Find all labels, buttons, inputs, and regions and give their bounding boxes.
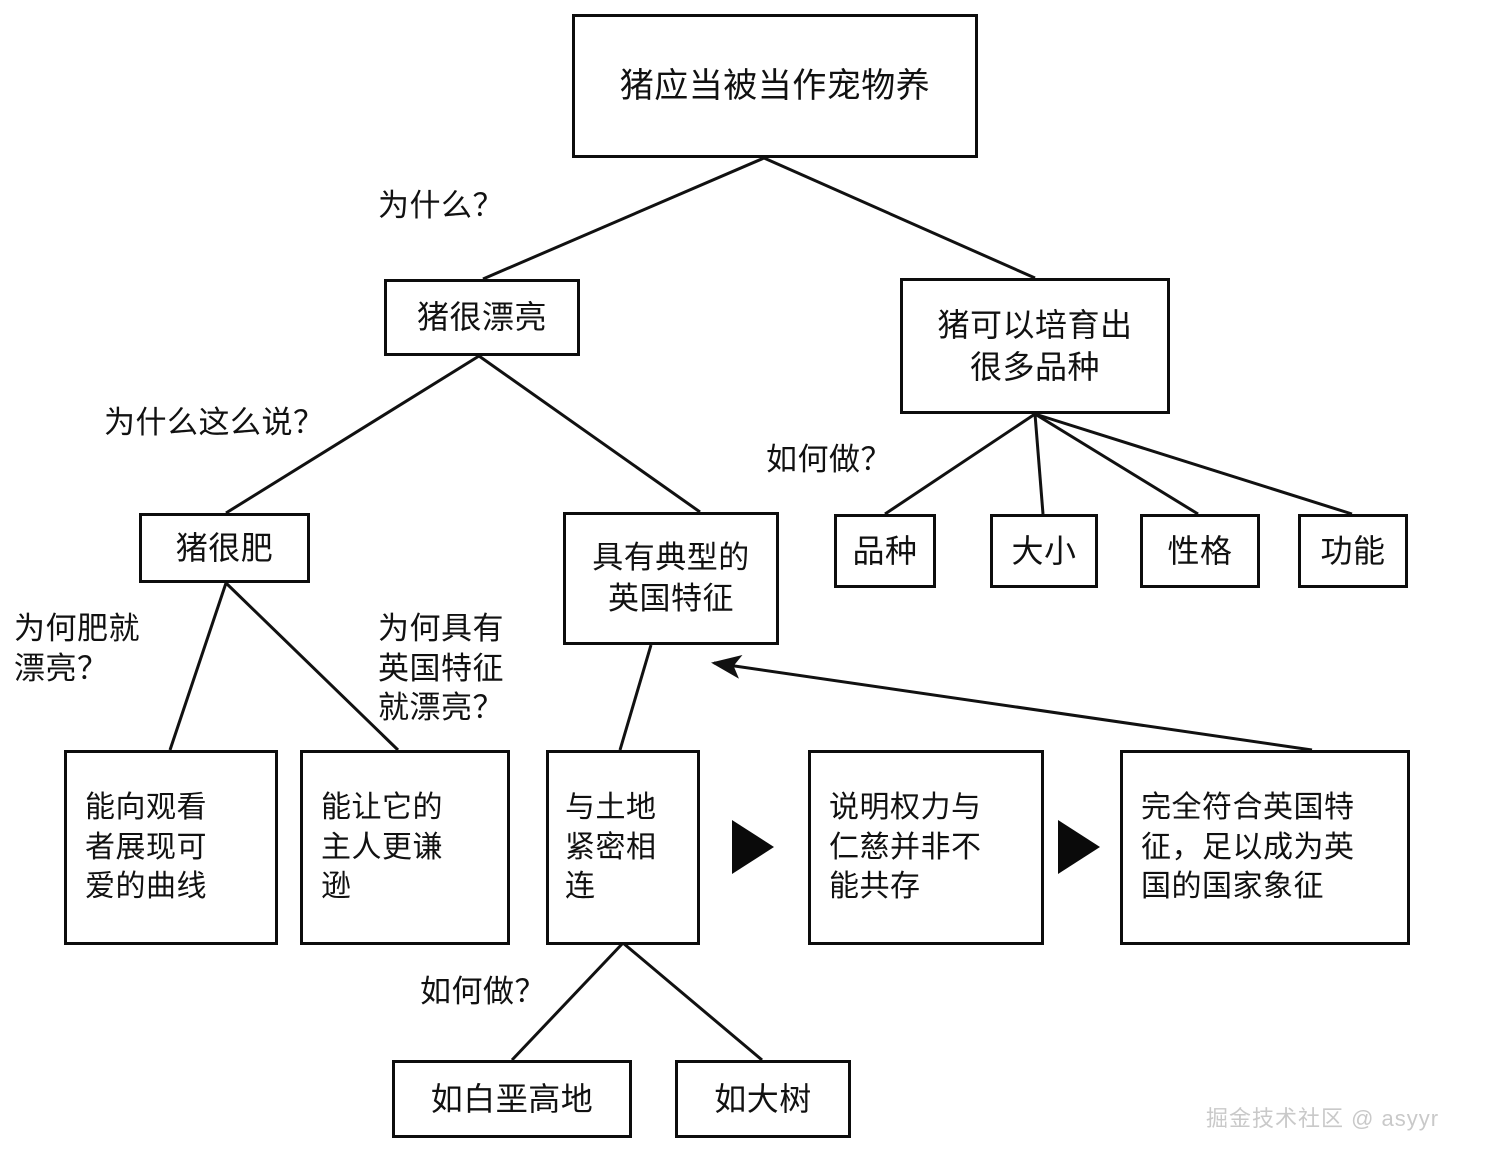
edge-breeds-to-function <box>1034 412 1353 516</box>
flow-triangle-2 <box>1058 820 1100 874</box>
node-chalk-uplands[interactable]: 如白垩高地 <box>392 1060 632 1138</box>
edge-label-how-to-do-breeds: 如何做？ <box>766 442 892 477</box>
edge-breeds-to-breed <box>884 412 1036 516</box>
node-owner-humble[interactable]: 能让它的 主人更谦 逊 <box>300 750 510 945</box>
node-character[interactable]: 性格 <box>1140 514 1260 588</box>
node-land-linked[interactable]: 与土地 紧密相 连 <box>546 750 700 945</box>
edge-label-why-british-pretty: 为何具有 英国特征 就漂亮？ <box>378 611 504 726</box>
edge-root-to-pig-pretty <box>482 156 765 281</box>
node-breed[interactable]: 品种 <box>834 514 936 588</box>
node-root[interactable]: 猪应当被当作宠物养 <box>572 14 978 158</box>
node-national-symbol[interactable]: 完全符合英国特 征，足以成为英 国的国家象征 <box>1120 750 1410 945</box>
edge-pig-fat-to-show-curves <box>168 582 228 751</box>
node-pig-fat[interactable]: 猪很肥 <box>139 513 310 583</box>
edge-label-why-fat-pretty: 为何肥就 漂亮？ <box>14 611 140 686</box>
flow-triangle-1 <box>732 820 774 874</box>
edge-national-symbol-to-british-arrow <box>711 655 1313 752</box>
node-size[interactable]: 大小 <box>990 514 1098 588</box>
edge-label-why: 为什么？ <box>378 188 504 223</box>
edge-breeds-to-size <box>1033 413 1045 515</box>
node-show-curves[interactable]: 能向观看 者展现可 爱的曲线 <box>64 750 278 945</box>
node-power-kindness[interactable]: 说明权力与 仁慈并非不 能共存 <box>808 750 1044 945</box>
node-british-traits[interactable]: 具有典型的 英国特征 <box>563 512 779 645</box>
node-pig-breeds[interactable]: 猪可以培育出 很多品种 <box>900 278 1170 414</box>
node-pig-pretty[interactable]: 猪很漂亮 <box>384 279 580 356</box>
edge-pig-fat-to-owner-humble <box>224 581 400 752</box>
edge-land-to-tree <box>622 941 763 1062</box>
watermark: 掘金技术社区 @ asyyr <box>1206 1106 1440 1131</box>
edge-label-why-say-that: 为什么这么说？ <box>104 405 325 440</box>
edge-root-to-pig-breeds <box>763 156 1036 280</box>
node-big-tree[interactable]: 如大树 <box>675 1060 851 1138</box>
edge-label-how-to-do-land: 如何做？ <box>420 974 546 1009</box>
edge-breeds-to-character <box>1034 412 1199 516</box>
node-function[interactable]: 功能 <box>1298 514 1408 588</box>
edge-pig-pretty-to-british <box>478 354 701 514</box>
edge-british-to-land-linked <box>618 644 653 751</box>
